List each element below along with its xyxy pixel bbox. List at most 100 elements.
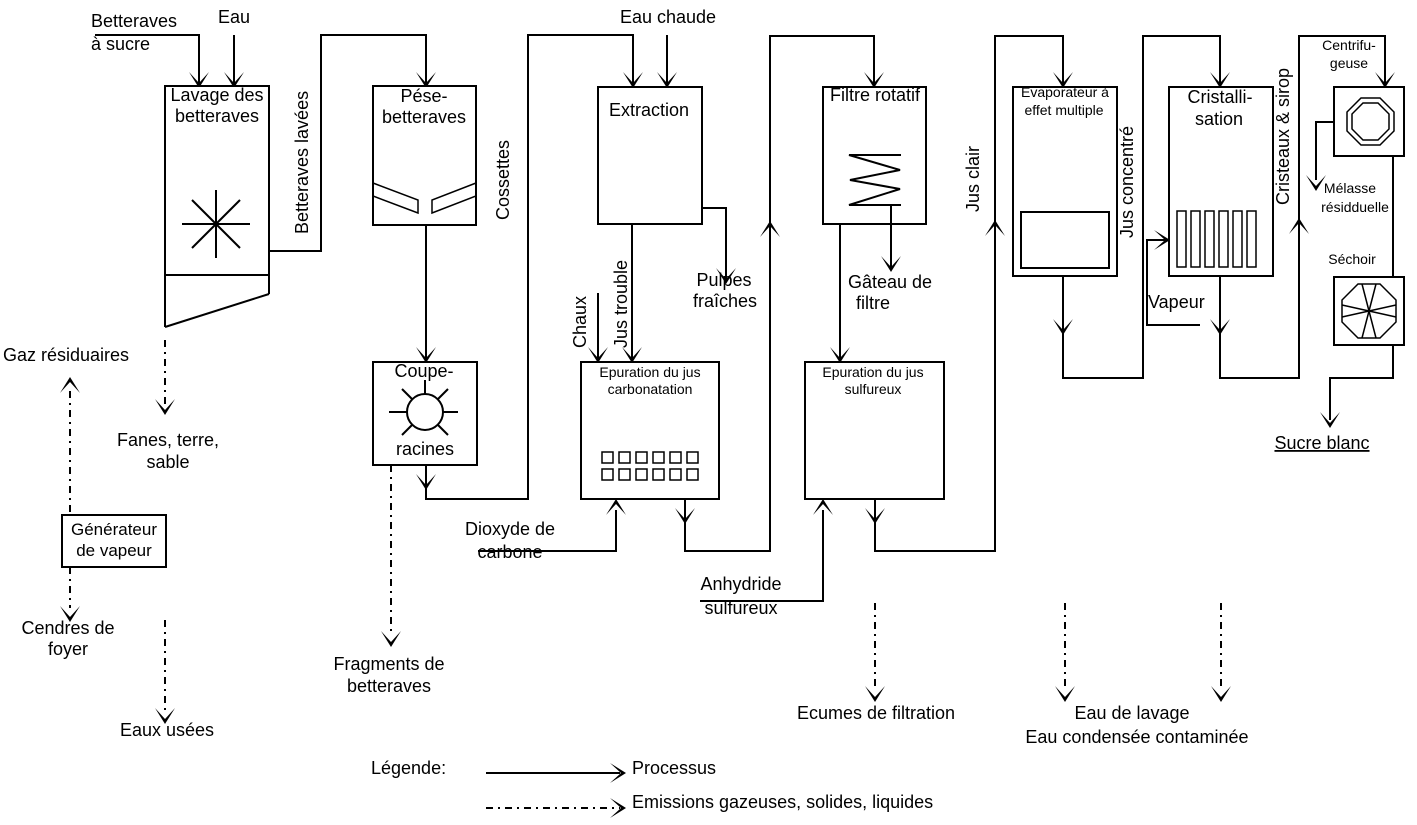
- label-pulpes: Pulpes fraîches: [693, 270, 757, 311]
- emission-gaz-label: Gaz résiduaires: [3, 345, 129, 365]
- flow-evap-cristal: [1062, 35, 1221, 379]
- crystallizer-tube: [1204, 210, 1215, 268]
- input-anhydride-label: Anhydride sulfureux: [700, 574, 781, 618]
- washer-icon: [182, 190, 250, 258]
- emission-eaux-usees-label: Eaux usées: [120, 720, 214, 740]
- svg-text:de vapeur: de vapeur: [76, 541, 152, 560]
- input-dioxyde-label: Dioxyde de carbone: [465, 519, 555, 562]
- svg-text:betteraves: betteraves: [382, 107, 466, 127]
- svg-text:à sucre: à sucre: [91, 34, 150, 54]
- dryer-icon: [1341, 283, 1397, 339]
- arrowhead: [865, 686, 885, 702]
- flow-vapeur: [1146, 239, 1200, 326]
- label-melasse: Mélasse résidduelle: [1321, 180, 1389, 215]
- tank-cell: [686, 451, 699, 464]
- flow-betteraves-arrow: [95, 34, 200, 85]
- emission-cendres-label: Cendres de foyer: [21, 618, 114, 659]
- flow-cossettes: [425, 34, 634, 500]
- emission-fanes-label: Fanes, terre, sable: [117, 430, 219, 472]
- tank-cell: [686, 468, 699, 481]
- scale-icon: [372, 181, 477, 215]
- svg-text:Epuration du jus: Epuration du jus: [822, 364, 923, 380]
- label-cristeaux: Cristeaux & sirop: [1273, 68, 1293, 205]
- tank-cell: [652, 451, 665, 464]
- emission-fragments-label: Fragments de betteraves: [333, 654, 444, 696]
- crystallizer-tube: [1232, 210, 1243, 268]
- svg-text:Extraction: Extraction: [609, 100, 689, 120]
- label-jus-concentre: Jus concentré: [1117, 126, 1137, 238]
- legend-title: Légende:: [371, 758, 446, 778]
- flow-sucre: [1329, 345, 1394, 420]
- flow-betteraves-lavees: [269, 34, 427, 252]
- svg-text:Mélasse: Mélasse: [1324, 180, 1376, 196]
- centrifuge-icon: [1346, 97, 1395, 146]
- svg-text:racines: racines: [396, 439, 454, 459]
- svg-text:sable: sable: [146, 452, 189, 472]
- svg-text:Gâteau de: Gâteau de: [848, 272, 932, 292]
- process-pese: Pése- betteraves: [372, 85, 477, 226]
- emission-ecumes-label: Ecumes de filtration: [797, 703, 955, 723]
- crystallizer-tube: [1246, 210, 1257, 268]
- process-filtre: Filtre rotatif: [822, 85, 927, 225]
- svg-text:betteraves: betteraves: [175, 106, 259, 126]
- label-gateau: Gâteau de filtre: [848, 272, 932, 313]
- svg-text:Lavage des: Lavage des: [170, 85, 263, 105]
- crystallizer-tube: [1218, 210, 1229, 268]
- cutter-icon: [389, 380, 458, 436]
- tank-cell: [601, 451, 614, 464]
- legend: Légende: Processus Emissions gazeuses, s…: [371, 758, 933, 818]
- svg-text:Fragments de: Fragments de: [333, 654, 444, 674]
- svg-text:Cristalli-: Cristalli-: [1188, 87, 1253, 107]
- svg-text:Cendres de: Cendres de: [21, 618, 114, 638]
- legend-emission-label: Emissions gazeuses, solides, liquides: [632, 792, 933, 812]
- svg-text:filtre: filtre: [856, 293, 890, 313]
- process-sechoir: [1333, 276, 1405, 346]
- output-sucre-blanc: Sucre blanc: [1274, 433, 1369, 453]
- arrowhead: [1211, 686, 1231, 702]
- legend-process-label: Processus: [632, 758, 716, 778]
- svg-text:carbone: carbone: [477, 542, 542, 562]
- input-betteraves-label: Betteraves à sucre: [91, 11, 177, 54]
- process-centrifugeuse: Centrifu- geuse: [1322, 37, 1405, 157]
- svg-text:Centrifu-: Centrifu-: [1322, 37, 1376, 53]
- tank-cell: [635, 451, 648, 464]
- process-extraction: Extraction: [597, 86, 703, 225]
- svg-text:effet multiple: effet multiple: [1024, 102, 1103, 118]
- flow-to-filtre: [684, 35, 875, 552]
- label-jus-clair: Jus clair: [963, 146, 983, 212]
- svg-text:Générateur: Générateur: [71, 520, 157, 539]
- flow-dioxyde: [478, 510, 617, 552]
- label-betteraves-lavees: Betteraves lavées: [292, 91, 312, 234]
- svg-text:Epuration du jus: Epuration du jus: [599, 364, 700, 380]
- crystallizer-tube: [1176, 210, 1187, 268]
- svg-text:résidduelle: résidduelle: [1321, 199, 1389, 215]
- emission-eau-lavage-label: Eau de lavage: [1074, 703, 1189, 723]
- arrowhead: [60, 377, 80, 393]
- input-chaux-label: Chaux: [570, 296, 590, 348]
- flow-cristeaux: [1219, 35, 1386, 379]
- tank-cell: [601, 468, 614, 481]
- svg-text:Anhydride: Anhydride: [700, 574, 781, 594]
- svg-text:Pulpes: Pulpes: [696, 270, 751, 290]
- svg-text:geuse: geuse: [1330, 55, 1368, 71]
- svg-text:sulfureux: sulfureux: [704, 598, 777, 618]
- flow-anhydride: [700, 510, 824, 602]
- crystallizer-tube: [1190, 210, 1201, 268]
- tank-cell: [669, 468, 682, 481]
- process-evaporateur: Evaporateur à effet multiple: [1012, 84, 1118, 277]
- svg-text:Betteraves: Betteraves: [91, 11, 177, 31]
- flow-pulpes: [702, 207, 727, 280]
- process-lavage: Lavage des betteraves: [164, 85, 270, 328]
- svg-text:foyer: foyer: [48, 639, 88, 659]
- label-cossettes: Cossettes: [493, 140, 513, 220]
- input-eau-chaude-label: Eau chaude: [620, 7, 716, 27]
- tank-cell: [618, 451, 631, 464]
- svg-text:Dioxyde de: Dioxyde de: [465, 519, 555, 539]
- arrowhead: [1055, 686, 1075, 702]
- emission-eau-condensee-label: Eau condensée contaminée: [1025, 727, 1248, 747]
- flow-melasse: [1315, 121, 1334, 180]
- label-vapeur: Vapeur: [1148, 292, 1205, 312]
- tank-grid-icon: [601, 451, 699, 481]
- svg-text:fraîches: fraîches: [693, 291, 757, 311]
